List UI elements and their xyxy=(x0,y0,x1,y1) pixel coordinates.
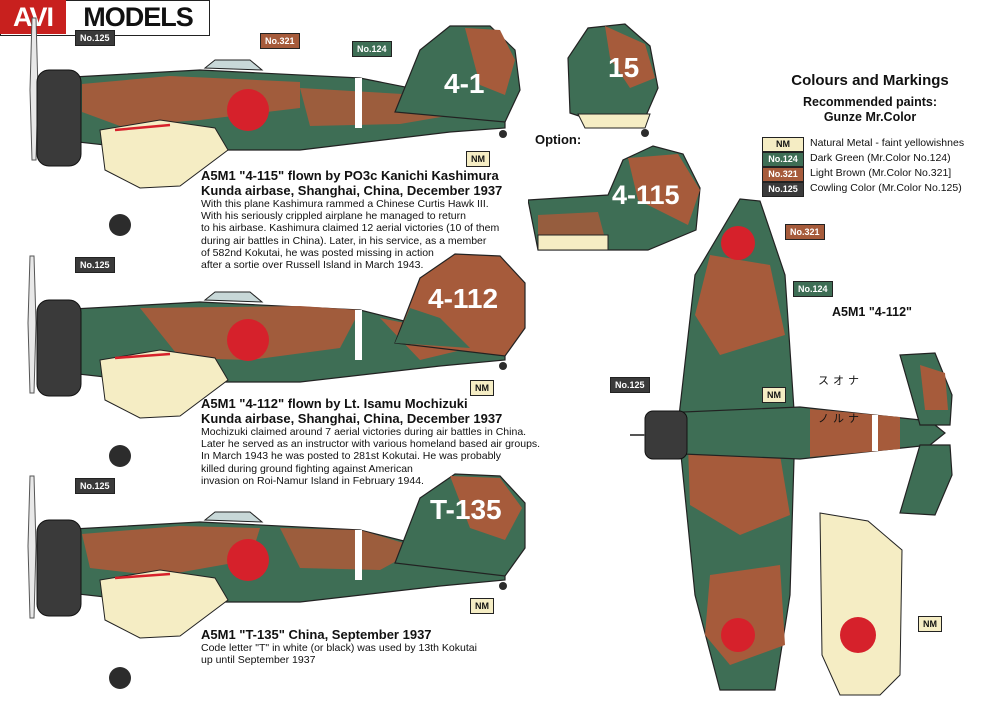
caption-4-115-line-4: during air battles in China). Later, in … xyxy=(201,234,487,247)
legend-label-321: Light Brown (Mr.Color No.321] xyxy=(810,167,952,179)
legend-label-124: Dark Green (Mr.Color No.124) xyxy=(810,152,951,164)
caption-4-112-title-1: A5M1 "4-112" flown by Lt. Isamu Mochizuk… xyxy=(201,396,468,411)
callout-no125-b: No.125 xyxy=(75,257,115,273)
caption-4-115-line-6: after a sortie over Russell Island in Ma… xyxy=(201,259,424,272)
tail-code-4-112: 4-112 xyxy=(428,283,499,314)
heading-title: Colours and Markings xyxy=(791,72,949,89)
caption-4-115: A5M1 "4-115" flown by PO3c Kanichi Kashi… xyxy=(201,168,556,271)
caption-t-135: A5M1 "T-135" China, September 1937 Code … xyxy=(201,627,556,666)
legend-label-nm: Natural Metal - faint yellowishnes xyxy=(810,137,965,149)
planform-4-112-illustration xyxy=(630,198,953,696)
caption-4-112-line-4: killed during ground fighting against Am… xyxy=(201,462,413,475)
legend-chip-125: No.125 xyxy=(762,182,804,197)
tail-option-illustration xyxy=(567,23,659,137)
legend-chip-124: No.124 xyxy=(762,152,804,167)
tail-code-4-115: 4-115 xyxy=(612,180,680,210)
caption-t-135-line-1: Code letter "T" in white (or black) was … xyxy=(201,642,477,654)
legend-chip-nm: NM xyxy=(762,137,804,152)
brand-logo: AVI MODELS xyxy=(0,0,210,36)
katakana-lower: ノルナ xyxy=(818,413,863,425)
caption-4-112-title-2: Kunda airbase, Shanghai, China, December… xyxy=(201,411,503,426)
caption-4-112-line-3: In March 1943 he was posted to 281st Kok… xyxy=(201,450,502,463)
caption-4-112: A5M1 "4-112" flown by Lt. Isamu Mochizuk… xyxy=(201,396,571,487)
callout-no321-planform: No.321 xyxy=(785,224,825,240)
brand-models: MODELS xyxy=(83,2,194,32)
katakana-upper: スオナ xyxy=(818,375,863,387)
callout-no125-a: No.125 xyxy=(75,30,115,46)
tail-4-115-illustration xyxy=(528,145,701,251)
caption-4-115-line-5: of 582nd Kokutai, he was posted missing … xyxy=(201,246,434,259)
tail-code-4-1: 4-1 xyxy=(444,68,485,99)
profile-4-112-illustration xyxy=(27,253,526,467)
tail-code-t-135: T-135 xyxy=(430,494,502,525)
caption-4-112-line-1: Mochizuki claimed around 7 aerial victor… xyxy=(201,426,527,438)
legend-label-125: Cowling Color (Mr.Color No.125) xyxy=(810,182,962,194)
option-label: Option: xyxy=(535,132,582,147)
caption-4-115-title-2: Kunda airbase, Shanghai, China, December… xyxy=(201,183,503,198)
caption-4-112-line-5: invasion on Roi-Namur Island in February… xyxy=(201,474,424,487)
tail-code-15: 15 xyxy=(608,52,640,83)
caption-4-115-title-1: A5M1 "4-115" flown by PO3c Kanichi Kashi… xyxy=(201,168,499,183)
callout-nm-b: NM xyxy=(470,380,494,396)
profile-t-135-illustration xyxy=(27,473,526,689)
callout-nm-planform: NM xyxy=(762,387,786,403)
heading-subtitle-line2: Gunze Mr.Color xyxy=(823,110,917,124)
callout-no124-a: No.124 xyxy=(352,41,392,57)
caption-4-115-line-2: With his seriously crippled airplane he … xyxy=(201,210,466,223)
callout-no125-c: No.125 xyxy=(75,478,115,494)
callout-nm-a: NM xyxy=(466,151,490,167)
callout-no125-planform: No.125 xyxy=(610,377,650,393)
caption-4-115-line-3: to his airbase. Kashimura claimed 12 aer… xyxy=(201,222,500,235)
callout-no321-a: No.321 xyxy=(260,33,300,49)
callout-nm-c: NM xyxy=(470,598,494,614)
caption-4-115-line-1: With this plane Kashimura rammed a Chine… xyxy=(201,198,489,210)
heading-subtitle-line1: Recommended paints: xyxy=(802,95,938,109)
planform-label: A5M1 "4-112" xyxy=(832,305,912,319)
callout-nm-elevator: NM xyxy=(918,616,942,632)
profile-4-115-illustration xyxy=(29,17,521,236)
caption-t-135-title-1: A5M1 "T-135" China, September 1937 xyxy=(201,627,432,642)
caption-t-135-line-2: up until September 1937 xyxy=(201,654,316,667)
caption-4-112-line-2: Later he served as an instructor with va… xyxy=(201,438,541,451)
legend-chip-321: No.321 xyxy=(762,167,804,182)
callout-no124-planform: No.124 xyxy=(793,281,833,297)
